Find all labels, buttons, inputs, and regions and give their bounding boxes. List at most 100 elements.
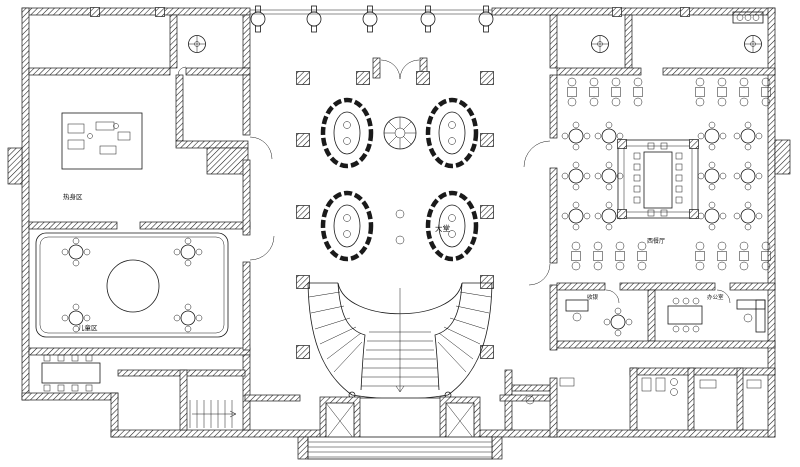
column	[296, 205, 310, 219]
wall	[662, 67, 776, 76]
wall-block	[206, 147, 249, 175]
chair	[675, 185, 683, 193]
wall	[242, 159, 251, 236]
office-table	[667, 305, 703, 325]
equipment	[117, 131, 131, 141]
label-children-area: 儿童区	[78, 323, 98, 332]
fan-symbol	[744, 35, 762, 53]
wall	[729, 282, 776, 291]
equipment	[67, 123, 85, 134]
children-area	[35, 232, 229, 338]
equipment-dot	[736, 14, 744, 21]
wall	[242, 354, 251, 431]
chair	[71, 384, 79, 392]
meeting-table	[41, 362, 101, 384]
fixture	[525, 395, 535, 405]
chair	[71, 354, 79, 362]
l-desk	[736, 299, 766, 310]
sofa-oval	[323, 100, 371, 166]
label-lobby: 大堂	[435, 223, 450, 233]
label-cashier: 收银	[587, 293, 599, 301]
chair	[85, 384, 93, 392]
room-labels: 热身区 儿童区 大堂 西餐厅 收银 办公室	[63, 192, 724, 332]
wall	[139, 221, 251, 230]
wall	[511, 384, 551, 392]
sofa-oval	[323, 193, 371, 259]
chair	[675, 196, 683, 204]
dining-table	[697, 201, 727, 231]
fixture	[699, 379, 717, 389]
wall	[549, 284, 558, 351]
door-swing	[249, 235, 275, 261]
wall	[556, 67, 642, 76]
direction-arrow	[395, 385, 405, 393]
equipment-dot	[744, 14, 752, 21]
wall	[767, 7, 776, 438]
door-swing	[177, 66, 187, 76]
door-swing	[528, 263, 551, 286]
booth-seat	[567, 77, 577, 107]
chair	[647, 209, 655, 217]
chair	[692, 325, 700, 333]
chair	[675, 152, 683, 160]
chair	[85, 354, 93, 362]
wall	[556, 340, 776, 349]
column	[416, 71, 430, 85]
wall	[28, 347, 251, 356]
lobby-seating	[323, 100, 476, 259]
service-stairs	[189, 400, 237, 428]
dining-table	[594, 161, 624, 191]
l-desk	[755, 299, 766, 333]
chair	[692, 297, 700, 305]
equipment	[67, 139, 85, 150]
back-of-house-rooms	[525, 377, 762, 405]
equipment	[99, 145, 117, 155]
office-rooms	[565, 297, 766, 337]
sink	[670, 378, 678, 386]
elevator-core	[319, 396, 481, 446]
door-swings	[177, 66, 731, 304]
desk	[565, 299, 589, 312]
banquet-table	[643, 151, 673, 209]
booth-seat	[589, 77, 599, 107]
wall-bay	[7, 147, 23, 185]
stair-arrow	[229, 410, 237, 418]
booth-seat	[593, 241, 603, 271]
pier	[491, 436, 503, 460]
fixture	[655, 377, 666, 392]
chair	[633, 185, 641, 193]
wall	[499, 394, 551, 402]
side-table	[395, 209, 405, 219]
wall	[179, 369, 188, 431]
label-office: 办公室	[707, 293, 724, 301]
label-restaurant: 西餐厅	[647, 237, 665, 245]
elevator-lobby	[357, 397, 443, 443]
wall-post	[372, 57, 381, 79]
pilaster	[680, 7, 690, 17]
wall	[647, 289, 656, 342]
play-pool	[106, 259, 160, 313]
chair	[57, 354, 65, 362]
fan-symbol	[188, 35, 206, 53]
dining-table	[697, 121, 727, 151]
booth-seat	[739, 241, 749, 271]
wall	[242, 74, 251, 136]
column	[296, 345, 310, 359]
chair	[43, 384, 51, 392]
chair	[633, 163, 641, 171]
center-feature	[383, 116, 417, 150]
dining-table	[733, 161, 763, 191]
column	[480, 133, 494, 147]
warmup-room	[61, 112, 143, 170]
equipment	[95, 121, 115, 131]
dining-table	[733, 121, 763, 151]
column	[617, 209, 627, 219]
wall	[175, 74, 184, 142]
booth-seat	[633, 77, 643, 107]
booth-seat	[611, 77, 621, 107]
wall	[242, 261, 251, 351]
fixture	[559, 377, 575, 387]
banquet-room	[617, 139, 699, 219]
